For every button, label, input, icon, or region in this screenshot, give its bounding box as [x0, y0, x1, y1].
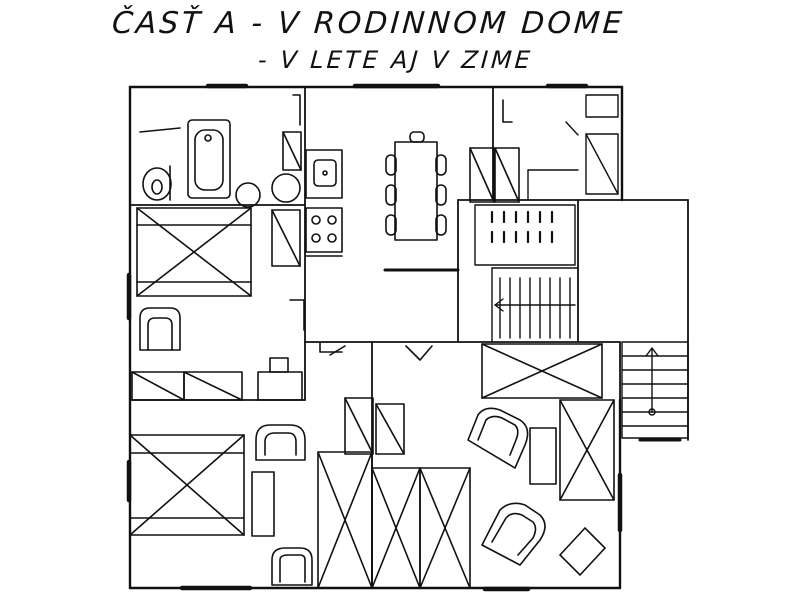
bathroom	[139, 94, 302, 208]
bedroom-2	[129, 424, 313, 586]
side-table	[529, 427, 557, 485]
plant-box	[558, 526, 607, 577]
bathtub-drain	[204, 134, 212, 142]
armchair-2	[255, 424, 306, 461]
staircase	[474, 204, 579, 343]
interior-walls	[129, 86, 689, 589]
kitchen	[305, 149, 460, 353]
bathroom-shelf	[139, 127, 181, 133]
bathtub-basin	[194, 129, 224, 191]
living-cabinet-3	[559, 399, 615, 501]
living-cabinet-2	[375, 403, 405, 455]
chair-right-1	[435, 154, 447, 176]
armchair-3	[271, 547, 313, 586]
sideboard	[481, 343, 603, 399]
sink-counter	[305, 149, 343, 199]
windows	[126, 83, 623, 592]
dining-cabinet-1	[469, 147, 495, 203]
living-cabinet-1	[344, 397, 374, 455]
washbasin-1	[235, 182, 261, 208]
bed-2	[129, 434, 245, 536]
chair-left-2	[385, 184, 397, 206]
bedroom-1	[131, 207, 305, 401]
chair-left-1	[385, 154, 397, 176]
bathtub	[187, 119, 231, 199]
nightstand-2	[251, 471, 275, 537]
dining-table	[394, 141, 438, 241]
living-wardrobe-3	[419, 467, 471, 589]
cabinet-1	[183, 371, 243, 401]
washbasin-2	[271, 173, 301, 203]
outer-walls	[128, 85, 624, 590]
toilet	[142, 167, 172, 201]
hall	[527, 94, 619, 201]
dining-cabinet-2	[494, 147, 520, 203]
chair-top	[409, 131, 425, 143]
chair-1	[257, 371, 303, 401]
chair-right-2	[435, 184, 447, 206]
dining	[385, 99, 520, 241]
armchair-5	[481, 502, 546, 566]
wardrobe-1	[271, 209, 301, 267]
sink	[313, 159, 337, 187]
living-room	[317, 343, 615, 589]
hall-shelf	[585, 94, 619, 118]
chair-right-3	[435, 214, 447, 236]
stove	[305, 207, 343, 253]
armchair-1	[139, 307, 181, 351]
bed-1	[136, 207, 252, 297]
chair-left-3	[385, 214, 397, 236]
hall-wardrobe	[585, 133, 619, 195]
entrance-steps	[621, 341, 689, 442]
bathroom-door	[282, 131, 302, 171]
armchair-4	[467, 407, 529, 469]
